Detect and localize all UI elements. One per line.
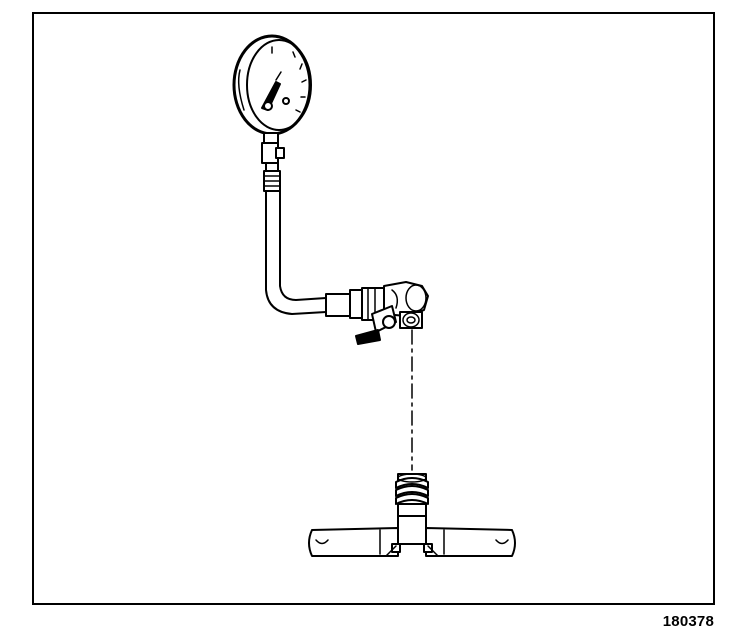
gauge-valve (261, 132, 285, 192)
bleed-valve (355, 305, 397, 345)
test-port-fitting (395, 473, 429, 517)
pressure-gauge (232, 34, 312, 136)
fuel-rail-pipe (308, 515, 516, 557)
adapter-fitting (399, 311, 423, 329)
gauge-hose (265, 190, 327, 315)
illustration-frame (32, 12, 715, 605)
hose-fitting (325, 281, 429, 321)
figure-id-label: 180378 (662, 613, 714, 630)
